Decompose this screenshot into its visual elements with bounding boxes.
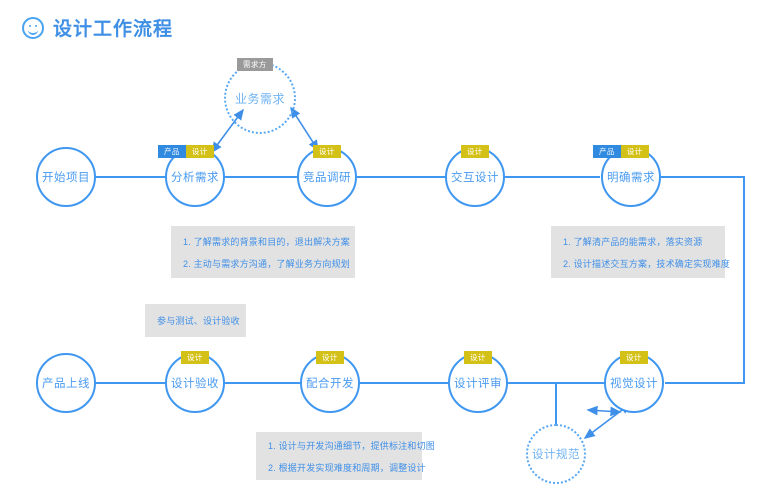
smiley-icon (22, 16, 44, 39)
node-label: 明确需求 (607, 172, 655, 184)
node-label: 产品上线 (42, 378, 90, 390)
badge-design: 设计 (181, 351, 209, 364)
node-business-requirement[interactable]: 业务需求 (224, 62, 296, 134)
note-line: 参与测试、设计验收 (157, 316, 240, 326)
badge-product: 产品 (158, 145, 186, 158)
badge-design: 设计 (313, 145, 341, 158)
page-title: 设计工作流程 (22, 14, 173, 41)
note-line: 1. 了解需求的背景和目的，退出解决方案 (183, 236, 351, 247)
badge-group-support-dev: 设计 (316, 351, 344, 364)
node-analyze-requirements[interactable]: 分析需求 (165, 147, 225, 207)
badge-group-clarify: 产品 设计 (593, 145, 649, 158)
node-start-project[interactable]: 开始项目 (36, 147, 96, 207)
badge-design: 设计 (620, 145, 649, 158)
badge-design: 设计 (316, 351, 344, 364)
badge-design: 设计 (185, 145, 214, 158)
node-label: 设计评审 (454, 378, 502, 390)
node-label: 分析需求 (171, 172, 219, 184)
badge-group-analyze: 产品 设计 (158, 145, 214, 158)
note-line: 2. 根据开发实现难度和周期，调整设计 (268, 462, 426, 473)
node-label: 业务需求 (234, 91, 285, 106)
note-requirements: 1. 了解需求的背景和目的，退出解决方案 2. 主动与需求方沟通，了解业务方向规… (171, 226, 355, 278)
note-line: 2. 设计描述交互方案，技术确定实现难度 (563, 258, 731, 269)
badge-group-design-review: 设计 (464, 351, 492, 364)
node-label: 设计验收 (171, 378, 219, 390)
badge-group-design-acceptance: 设计 (181, 351, 209, 364)
note-development: 1. 设计与开发沟通细节，提供标注和切图 2. 根据开发实现难度和周期，调整设计 (256, 432, 436, 480)
page-title-text: 设计工作流程 (53, 19, 174, 40)
badge-group-interaction: 设计 (461, 145, 489, 158)
note-line: 1. 设计与开发沟通细节，提供标注和切图 (268, 440, 436, 451)
badge-design: 设计 (464, 351, 492, 364)
badge-group-stakeholder: 需求方 (237, 58, 273, 71)
node-design-specification[interactable]: 设计规范 (526, 424, 586, 484)
node-label: 设计规范 (532, 449, 580, 461)
node-label: 开始项目 (42, 172, 90, 184)
note-line: 2. 主动与需求方沟通，了解业务方向规划 (183, 258, 351, 269)
note-clarify: 1. 了解清产品的能需求，落实资源 2. 设计描述交互方案，技术确定实现难度 (551, 226, 731, 278)
node-label: 视觉设计 (610, 378, 658, 390)
badge-design: 设计 (620, 351, 648, 364)
badge-stakeholder: 需求方 (237, 58, 273, 71)
note-acceptance: 参与测试、设计验收 (145, 304, 246, 337)
node-label: 交互设计 (451, 172, 499, 184)
badge-group-visual-design: 设计 (620, 351, 648, 364)
node-label: 竞品调研 (303, 172, 351, 184)
note-line: 1. 了解清产品的能需求，落实资源 (563, 236, 703, 247)
badge-product: 产品 (593, 145, 621, 158)
node-label: 配合开发 (306, 378, 354, 390)
badge-group-competitor: 设计 (313, 145, 341, 158)
node-product-launch[interactable]: 产品上线 (36, 353, 96, 413)
badge-design: 设计 (461, 145, 489, 158)
